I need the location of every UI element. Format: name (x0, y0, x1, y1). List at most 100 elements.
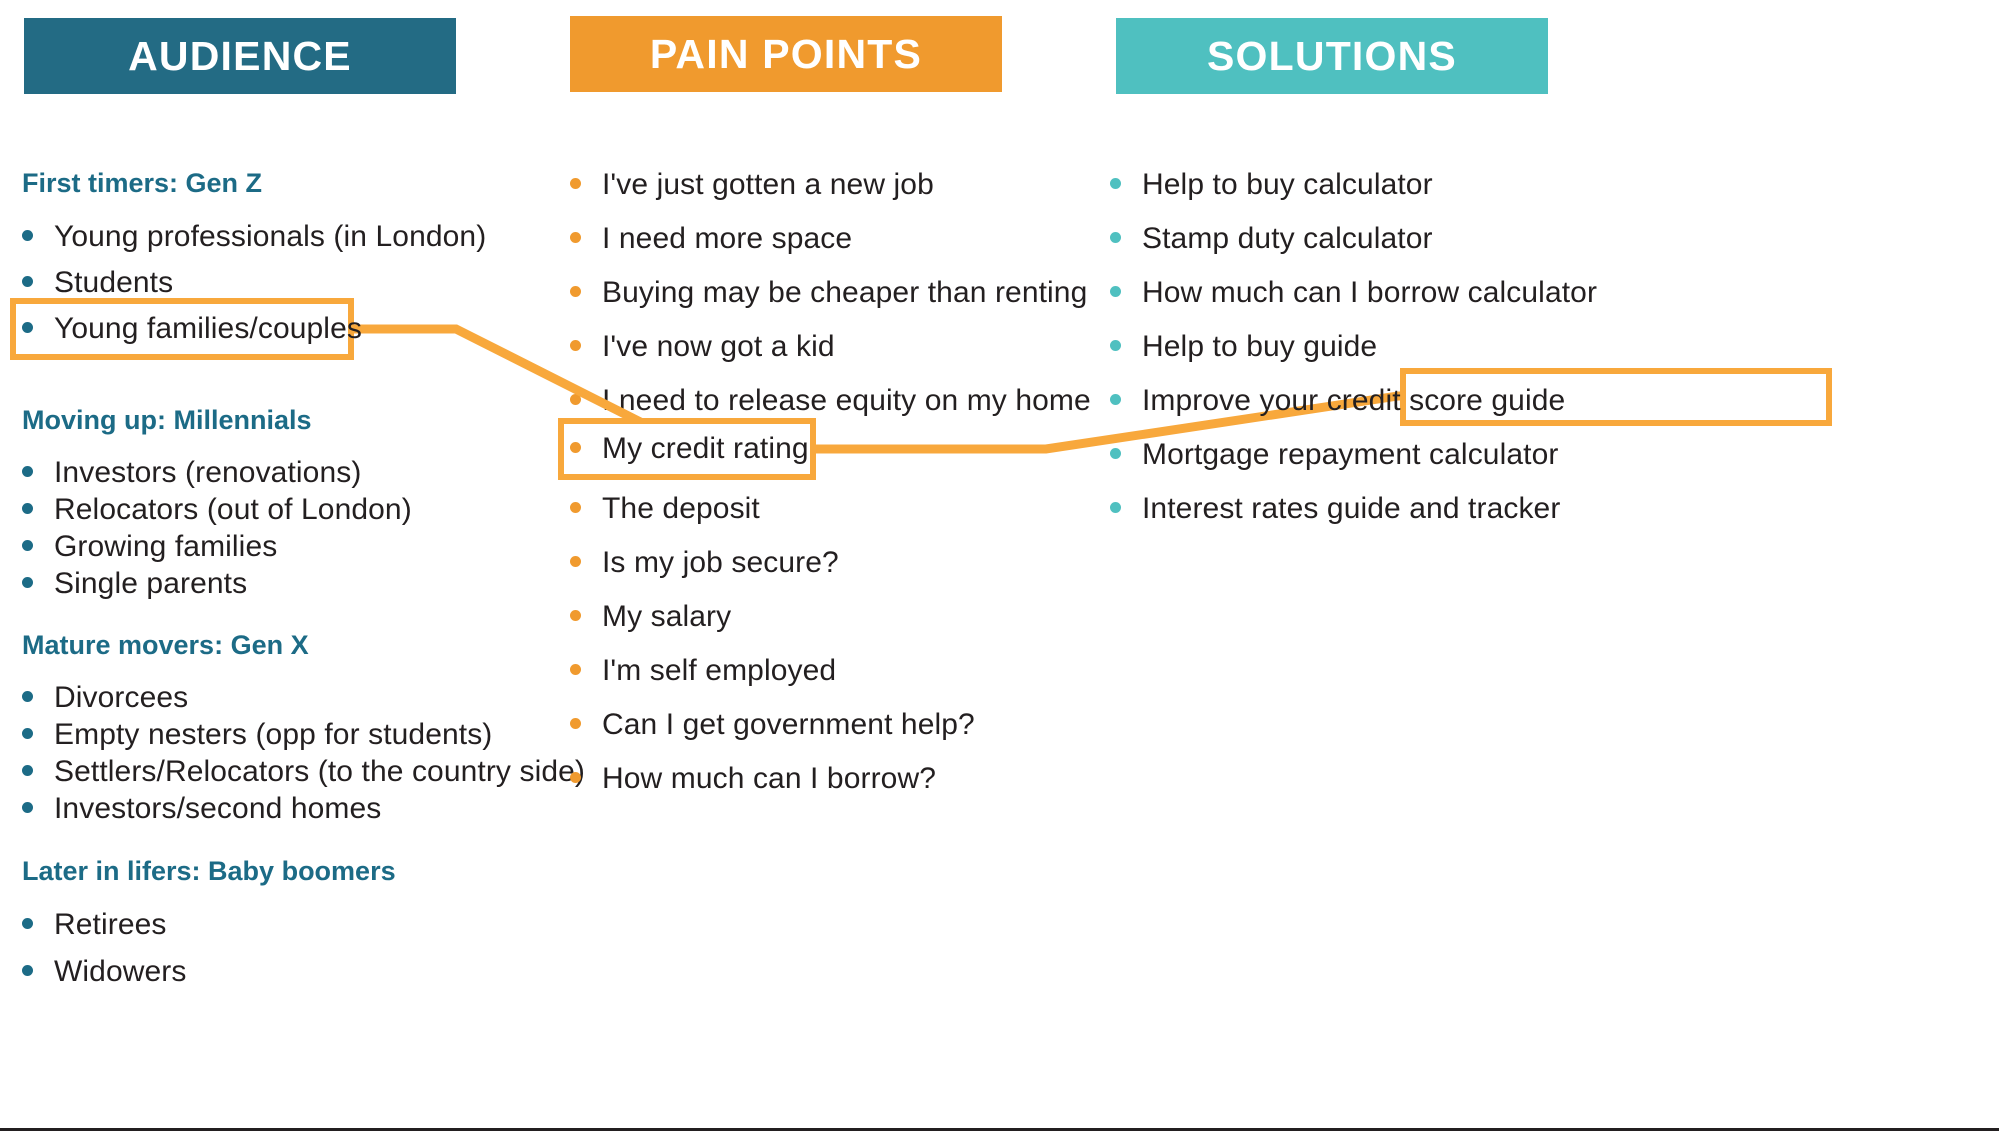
bullet-dot-icon (1110, 232, 1121, 243)
list-item[interactable]: Help to buy calculator (1110, 170, 1433, 200)
list-item[interactable]: Students (22, 268, 173, 298)
list-item-label: Interest rates guide and tracker (1142, 492, 1561, 525)
list-item[interactable]: Empty nesters (opp for students) (22, 720, 492, 750)
highlighted-list-item-improve-credit-score[interactable]: Improve your credit score guide (1110, 386, 1565, 416)
list-item[interactable]: Young professionals (in London) (22, 222, 486, 252)
list-item[interactable]: Growing families (22, 532, 277, 562)
column-header-solutions: SOLUTIONS (1116, 18, 1548, 94)
bullet-dot-icon (570, 502, 581, 513)
bullet-dot-icon (570, 232, 581, 243)
list-item[interactable]: Widowers (22, 957, 187, 987)
list-item-label: Stamp duty calculator (1142, 222, 1433, 255)
list-item[interactable]: Help to buy guide (1110, 332, 1377, 362)
bullet-dot-icon (570, 610, 581, 621)
list-item[interactable]: Single parents (22, 569, 247, 599)
bullet-dot-icon (570, 286, 581, 297)
list-item[interactable]: Buying may be cheaper than renting (570, 278, 1087, 308)
list-item-label: Students (54, 266, 174, 299)
list-item-label: Young professionals (in London) (54, 220, 487, 253)
bullet-dot-icon (22, 276, 33, 287)
list-item[interactable]: Stamp duty calculator (1110, 224, 1433, 254)
column-header-pain-points: PAIN POINTS (570, 16, 1002, 92)
bullet-dot-icon (22, 728, 33, 739)
bullet-dot-icon (22, 577, 33, 588)
list-item[interactable]: The deposit (570, 494, 760, 524)
bullet-dot-icon (1110, 286, 1121, 297)
bullet-dot-icon (22, 466, 33, 477)
list-item[interactable]: How much can I borrow? (570, 764, 936, 794)
list-item-label: Divorcees (54, 681, 189, 714)
audience-group-heading-gen-x: Mature movers: Gen X (22, 630, 309, 660)
highlighted-list-item-label: Improve your credit score guide (1142, 384, 1566, 417)
highlighted-list-item-label: My credit rating (602, 432, 809, 465)
list-item[interactable]: Investors (renovations) (22, 458, 361, 488)
list-item-label: Help to buy guide (1142, 330, 1378, 363)
column-header-audience: AUDIENCE (24, 18, 456, 94)
highlighted-list-item-label: Young families/couples (54, 312, 362, 345)
list-item-label: Growing families (54, 530, 278, 563)
list-item-label: How much can I borrow? (602, 762, 937, 795)
audience-group-heading-millennials: Moving up: Millennials (22, 405, 312, 435)
list-item[interactable]: Settlers/Relocators (to the country side… (22, 757, 585, 787)
bullet-dot-icon (570, 442, 581, 453)
bullet-dot-icon (570, 718, 581, 729)
bullet-dot-icon (1110, 340, 1121, 351)
list-item[interactable]: I need to release equity on my home (570, 386, 1091, 416)
list-item-label: Retirees (54, 908, 167, 941)
bullet-dot-icon (1110, 448, 1121, 459)
bullet-dot-icon (22, 765, 33, 776)
bullet-dot-icon (570, 772, 581, 783)
list-item-label: Mortgage repayment calculator (1142, 438, 1559, 471)
list-item[interactable]: Mortgage repayment calculator (1110, 440, 1558, 470)
list-item-label: Single parents (54, 567, 248, 600)
list-item-label: I need more space (602, 222, 853, 255)
list-item-label: Widowers (54, 955, 187, 988)
audience-group-heading-gen-z: First timers: Gen Z (22, 168, 263, 198)
bullet-dot-icon (22, 540, 33, 551)
list-item-label: I've now got a kid (602, 330, 835, 363)
bottom-divider (0, 1128, 1999, 1131)
list-item[interactable]: Is my job secure? (570, 548, 839, 578)
list-item-label: Investors (renovations) (54, 456, 362, 489)
column-header-solutions-label: SOLUTIONS (1207, 32, 1457, 79)
list-item-label: Settlers/Relocators (to the country side… (54, 755, 585, 788)
audience-group-heading-baby-boomers: Later in lifers: Baby boomers (22, 856, 396, 886)
bullet-dot-icon (570, 340, 581, 351)
bullet-dot-icon (22, 802, 33, 813)
bullet-dot-icon (570, 556, 581, 567)
list-item[interactable]: I've now got a kid (570, 332, 835, 362)
list-item-label: The deposit (602, 492, 760, 525)
list-item-label: My salary (602, 600, 732, 633)
list-item-label: How much can I borrow calculator (1142, 276, 1598, 309)
list-item-label: Investors/second homes (54, 792, 382, 825)
list-item[interactable]: Divorcees (22, 683, 188, 713)
list-item[interactable]: Interest rates guide and tracker (1110, 494, 1560, 524)
list-item[interactable]: Relocators (out of London) (22, 495, 412, 525)
list-item-label: I'm self employed (602, 654, 837, 687)
list-item[interactable]: I've just gotten a new job (570, 170, 934, 200)
list-item-label: Empty nesters (opp for students) (54, 718, 493, 751)
bullet-dot-icon (570, 178, 581, 189)
column-header-pain-points-label: PAIN POINTS (649, 30, 923, 77)
bullet-dot-icon (22, 322, 33, 333)
bullet-dot-icon (22, 918, 33, 929)
list-item-label: Can I get government help? (602, 708, 975, 741)
list-item[interactable]: My salary (570, 602, 731, 632)
list-item[interactable]: I need more space (570, 224, 852, 254)
list-item[interactable]: Can I get government help? (570, 710, 975, 740)
list-item-label: Buying may be cheaper than renting (602, 276, 1088, 309)
list-item[interactable]: I'm self employed (570, 656, 836, 686)
list-item-label: Help to buy calculator (1142, 168, 1433, 201)
bullet-dot-icon (22, 965, 33, 976)
highlighted-list-item-young-families[interactable]: Young families/couples (22, 314, 362, 344)
list-item[interactable]: How much can I borrow calculator (1110, 278, 1597, 308)
list-item[interactable]: Retirees (22, 910, 167, 940)
bullet-dot-icon (22, 230, 33, 241)
list-item-label: Is my job secure? (602, 546, 839, 579)
highlight-box-young-families[interactable] (10, 298, 354, 360)
list-item[interactable]: Investors/second homes (22, 794, 381, 824)
highlighted-list-item-my-credit-rating[interactable]: My credit rating (570, 434, 809, 464)
bullet-dot-icon (1110, 394, 1121, 405)
bullet-dot-icon (570, 664, 581, 675)
